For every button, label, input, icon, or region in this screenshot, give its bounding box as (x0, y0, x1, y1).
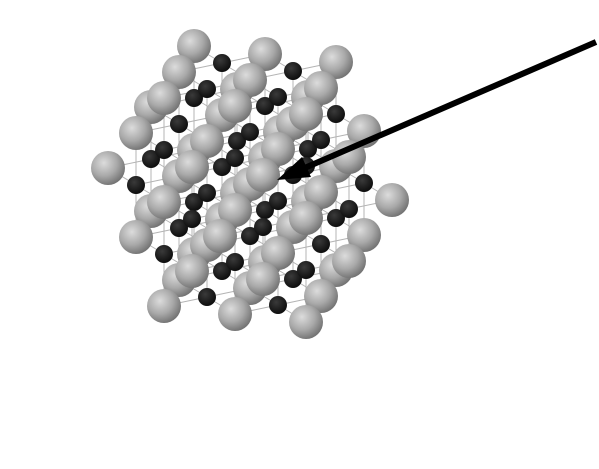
small-black-atom (170, 115, 188, 133)
arrow-shaft (298, 39, 598, 173)
large-gray-atom (375, 183, 409, 217)
large-gray-atom (332, 244, 366, 278)
large-gray-atom (177, 29, 211, 63)
small-black-atom (284, 270, 302, 288)
large-gray-atom (289, 201, 323, 235)
large-gray-atom (119, 116, 153, 150)
small-black-atom (198, 184, 216, 202)
small-black-atom (254, 218, 272, 236)
small-black-atom (213, 158, 231, 176)
small-black-atom (297, 261, 315, 279)
large-gray-atom (91, 151, 125, 185)
large-gray-atom (175, 150, 209, 184)
small-black-atom (198, 80, 216, 98)
small-black-atom (327, 105, 345, 123)
small-black-atom (269, 192, 287, 210)
large-gray-atom (218, 297, 252, 331)
small-black-atom (185, 89, 203, 107)
small-black-atom (226, 149, 244, 167)
small-black-atom (226, 253, 244, 271)
small-black-atom (256, 97, 274, 115)
large-gray-atom (162, 55, 196, 89)
large-gray-atom (289, 97, 323, 131)
small-black-atom (327, 209, 345, 227)
large-gray-atom (147, 81, 181, 115)
small-black-atom (241, 227, 259, 245)
small-black-atom (155, 245, 173, 263)
large-gray-atom (289, 305, 323, 339)
large-gray-atom (119, 220, 153, 254)
small-black-atom (155, 141, 173, 159)
large-gray-atom (261, 132, 295, 166)
large-gray-atom (261, 236, 295, 270)
large-gray-atom (147, 289, 181, 323)
large-gray-atom (332, 140, 366, 174)
small-black-atom (299, 140, 317, 158)
small-black-atom (127, 176, 145, 194)
large-gray-atom (246, 262, 280, 296)
atoms (91, 29, 409, 339)
small-black-atom (198, 288, 216, 306)
large-gray-atom (203, 219, 237, 253)
small-black-atom (241, 123, 259, 141)
small-black-atom (312, 235, 330, 253)
large-gray-atom (248, 37, 282, 71)
small-black-atom (213, 262, 231, 280)
large-gray-atom (233, 63, 267, 97)
small-black-atom (228, 132, 246, 150)
large-gray-atom (304, 71, 338, 105)
small-black-atom (183, 210, 201, 228)
small-black-atom (170, 219, 188, 237)
large-gray-atom (347, 218, 381, 252)
large-gray-atom (175, 254, 209, 288)
small-black-atom (269, 296, 287, 314)
small-black-atom (340, 200, 358, 218)
small-black-atom (284, 62, 302, 80)
large-gray-atom (218, 193, 252, 227)
large-gray-atom (304, 279, 338, 313)
small-black-atom (256, 201, 274, 219)
small-black-atom (312, 131, 330, 149)
large-gray-atom (190, 124, 224, 158)
large-gray-atom (319, 45, 353, 79)
large-gray-atom (218, 89, 252, 123)
large-gray-atom (304, 175, 338, 209)
small-black-atom (185, 193, 203, 211)
small-black-atom (213, 54, 231, 72)
large-gray-atom (246, 158, 280, 192)
large-gray-atom (147, 185, 181, 219)
small-black-atom (142, 150, 160, 168)
pointer-arrow (277, 39, 598, 180)
arrow-head (277, 157, 311, 180)
small-black-atom (269, 88, 287, 106)
small-black-atom (355, 174, 373, 192)
